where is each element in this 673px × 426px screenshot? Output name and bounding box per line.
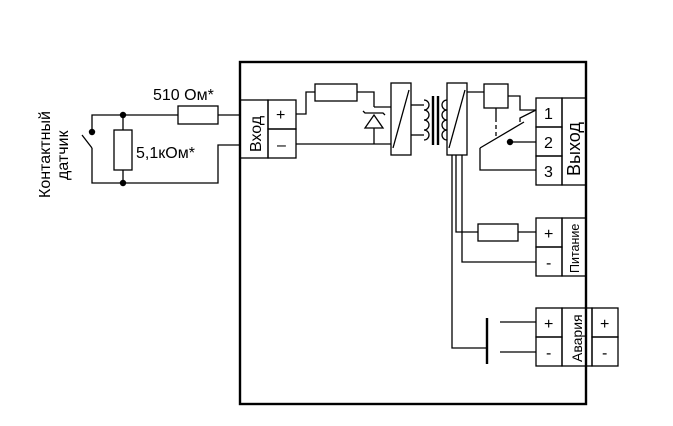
converter-right-slash	[448, 89, 466, 149]
parallel-resistor-label: 5,1кОм*	[136, 145, 195, 162]
power-minus-wire	[461, 155, 536, 263]
device-enclosure	[238, 60, 588, 406]
power-label-cell	[561, 217, 587, 277]
output-pin2: 2	[544, 135, 553, 152]
relay-coil	[483, 83, 509, 109]
input-minus: –	[277, 137, 286, 154]
relay-coil-to-pin1	[508, 95, 536, 111]
relay-switch-blade	[479, 121, 525, 149]
parallel-resistor	[113, 129, 133, 171]
input-plus: +	[276, 107, 285, 124]
output-pin3: 3	[544, 164, 553, 181]
output-relay	[467, 83, 537, 171]
power-fuse	[477, 223, 519, 242]
alarm-right-plus: +	[600, 316, 609, 333]
power-plus: +	[544, 226, 553, 243]
zener-diode-bar	[362, 110, 386, 116]
power-plus-wire	[455, 155, 478, 233]
galvanic-isolation	[390, 82, 468, 156]
internal-resistor	[314, 83, 358, 102]
output-pin1: 1	[544, 106, 553, 123]
converter-left-slash	[392, 89, 410, 149]
output-terminal: 1 2 3 Выход	[535, 97, 587, 186]
relay-pin1-contact	[519, 109, 537, 122]
sensor-bottom-wire	[91, 144, 240, 184]
series-resistor-label: 510 Ом*	[153, 87, 214, 104]
contact-switch	[81, 134, 93, 149]
sensor-top-wire	[91, 114, 178, 132]
input-label: Вход	[248, 115, 265, 152]
sensor-label-line1: Контактный	[37, 111, 54, 198]
junction-dot-top	[119, 111, 127, 119]
alarm-circuit	[451, 155, 536, 364]
series-resistor	[177, 105, 219, 125]
input-terminal: Вход + –	[239, 99, 297, 159]
power-minus: -	[546, 255, 551, 272]
switch-pivot-dot	[88, 128, 96, 136]
transformer-secondary-icon	[441, 99, 448, 141]
alarm-right-minus: -	[602, 345, 607, 362]
alarm-left-minus: -	[546, 345, 551, 362]
internal-resistor-out-wire	[357, 91, 375, 107]
alarm-left-plus: +	[544, 316, 553, 333]
power-circuit	[455, 155, 536, 263]
output-label-cell	[561, 97, 587, 186]
zener-diode-icon	[363, 113, 385, 129]
alarm-terminal: + - Авария + -	[535, 307, 619, 367]
power-terminal: + - Питание	[535, 217, 587, 277]
output-label: Выход	[564, 122, 584, 176]
junction-dot-bottom	[119, 179, 127, 187]
sensor-circuit: Контактный датчик 510 Ом* 5,1кОм*	[37, 87, 240, 198]
alarm-right-minus-cell	[591, 336, 619, 367]
input-stage	[296, 83, 391, 145]
alarm-sense-wire	[451, 155, 487, 349]
relay-pin3-wire	[479, 148, 536, 171]
sensor-label-line2: датчик	[55, 130, 72, 180]
power-label: Питание	[568, 224, 582, 273]
relay-pin2-dot	[506, 138, 514, 146]
transformer-primary-icon	[423, 99, 430, 141]
internal-plus-wire	[296, 91, 315, 115]
alarm-label: Авария	[569, 314, 585, 362]
